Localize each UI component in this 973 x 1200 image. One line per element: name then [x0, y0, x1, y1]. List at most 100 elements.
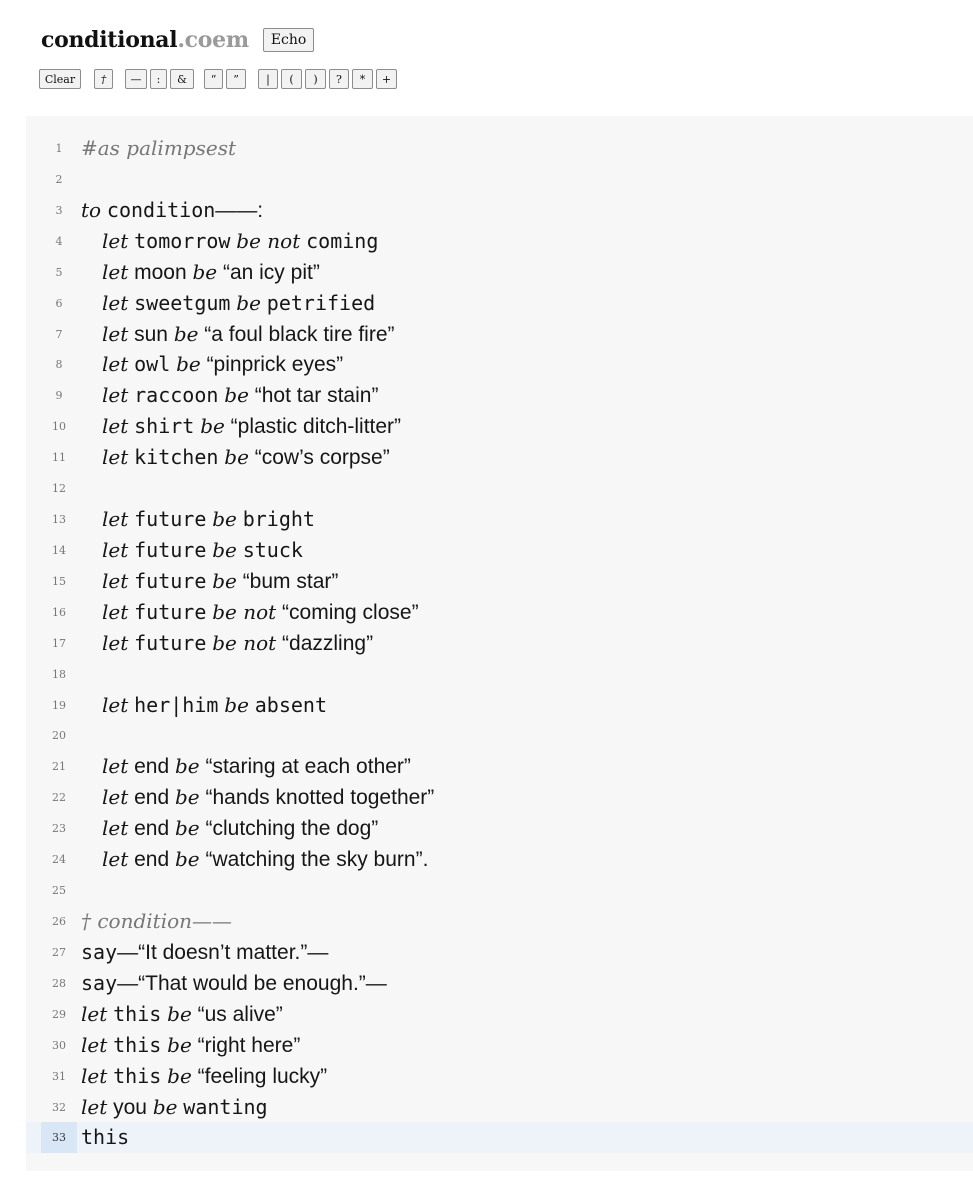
keyword-token: let	[102, 816, 129, 841]
keyword-token: be	[212, 537, 237, 562]
echo-button[interactable]: Echo	[262, 28, 315, 52]
keyword-token: be not	[212, 630, 277, 655]
line-code: let shirt be “plastic ditch-litter”	[102, 411, 401, 442]
keyword-token: let	[102, 537, 129, 562]
editor-line[interactable]: 28 say—“That would be enough.”—	[26, 968, 973, 999]
line-code: let end be “hands knotted together”	[102, 782, 434, 813]
line-number: 17	[52, 636, 66, 650]
identifier-token: tomorrow	[134, 228, 231, 253]
text-token: “a foul black tire fire”	[198, 322, 395, 346]
identifier-token: her|him	[134, 692, 219, 717]
insert-star-button[interactable]: *	[352, 69, 373, 89]
keyword-token: be	[167, 1063, 192, 1088]
line-code: let this be “right here”	[81, 1030, 300, 1061]
identifier-token: future	[134, 537, 207, 562]
line-code: say—“It doesn’t matter.”—	[81, 937, 328, 968]
insert-colon-button[interactable]: :	[150, 69, 167, 89]
line-code: say—“That would be enough.”—	[81, 968, 387, 999]
keyword-token: be	[212, 507, 237, 532]
insert-dagger-button[interactable]: †	[94, 69, 113, 89]
editor-line[interactable]: 1#as palimpsest	[26, 133, 973, 164]
line-code: to condition——:	[81, 195, 263, 226]
keyword-token: be	[212, 568, 237, 593]
insert-plus-button[interactable]: +	[376, 69, 397, 89]
line-number: 28	[52, 976, 66, 990]
insert-ampersand-button[interactable]: &	[170, 69, 194, 89]
keyword-token: be	[175, 785, 200, 810]
keyword-token: be	[173, 321, 199, 346]
line-number: 12	[52, 482, 66, 496]
line-code: let moon be “an icy pit”	[102, 257, 320, 288]
keyword-token: let	[102, 599, 129, 624]
keyword-token: let	[102, 445, 129, 470]
clear-button[interactable]: Clear	[39, 69, 81, 89]
app-title-main: conditional	[41, 27, 178, 53]
editor-line[interactable]: 18	[26, 659, 973, 690]
line-code: let kitchen be “cow’s corpse”	[102, 442, 390, 473]
insert-open-quote-button[interactable]: “	[204, 69, 223, 89]
line-code: #as palimpsest	[81, 133, 236, 164]
line-number: 32	[52, 1100, 66, 1114]
editor-line[interactable]: 5 let moon be “an icy pit”	[26, 257, 973, 288]
editor-line[interactable]: 26† condition——	[26, 906, 973, 937]
insert-close-quote-button[interactable]: ”	[226, 69, 246, 89]
text-token: “us alive”	[191, 1002, 283, 1026]
insert-question-button[interactable]: ?	[329, 69, 349, 89]
line-code: let end be “clutching the dog”	[102, 813, 378, 844]
line-number: 14	[52, 543, 66, 557]
keyword-token: let	[102, 228, 129, 253]
editor-line[interactable]: 20	[26, 720, 973, 751]
keyword-token: let	[81, 1032, 108, 1057]
editor-line[interactable]: 25	[26, 875, 973, 906]
keyword-token: be	[224, 445, 249, 470]
text-token: “an icy pit”	[217, 260, 320, 284]
line-number: 27	[52, 945, 66, 959]
text-token: “pinprick eyes”	[200, 353, 344, 377]
keyword-token: let	[102, 383, 129, 408]
line-number: 24	[52, 853, 66, 867]
insert-close-paren-button[interactable]: )	[305, 69, 326, 89]
text-token: “bum star”	[236, 569, 339, 593]
app-title: conditional.coem	[41, 27, 249, 53]
editor-line[interactable]: 12	[26, 473, 973, 504]
line-number: 18	[52, 667, 66, 681]
editor-line[interactable]: 27 say—“It doesn’t matter.”—	[26, 937, 973, 968]
editor-line[interactable]: 2	[26, 164, 973, 195]
insert-pipe-button[interactable]: |	[258, 69, 278, 89]
insert-dash-button[interactable]: —	[125, 69, 147, 89]
line-number: 5	[55, 265, 63, 279]
line-code: † condition——	[81, 906, 232, 937]
line-code: this	[81, 1122, 129, 1153]
app-title-extension: .coem	[177, 27, 249, 53]
line-number: 2	[55, 172, 63, 186]
app-header: conditional.coem Echo	[41, 26, 315, 54]
identifier-token: future	[134, 599, 207, 624]
keyword-token: be	[167, 1032, 192, 1057]
insert-open-paren-button[interactable]: (	[281, 69, 302, 89]
line-number: 19	[52, 698, 66, 712]
